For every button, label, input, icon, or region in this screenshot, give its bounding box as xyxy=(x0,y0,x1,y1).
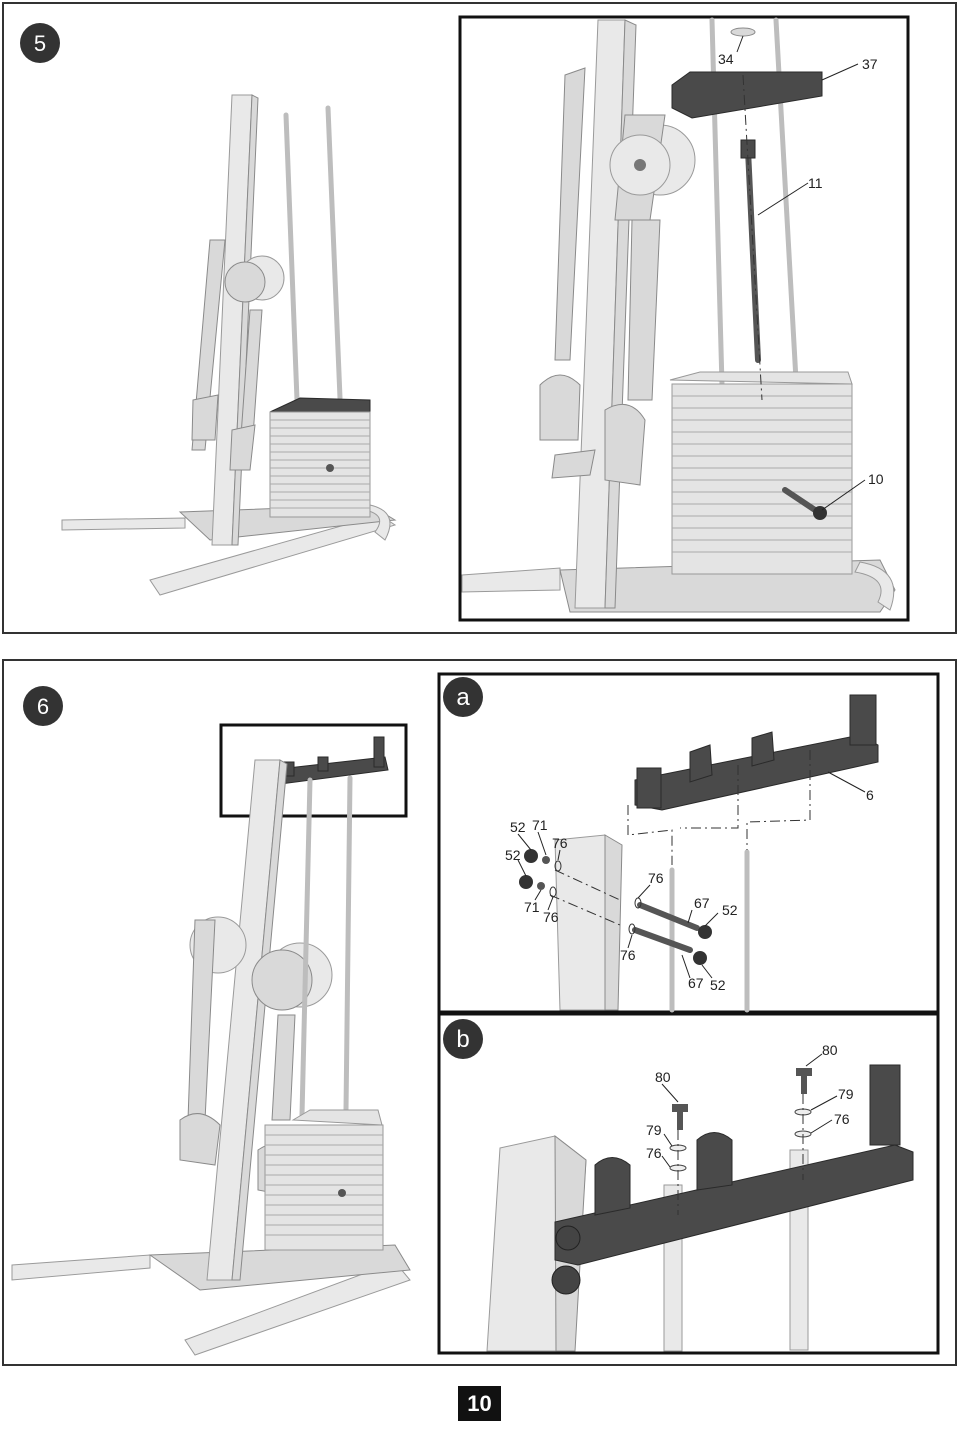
label-a-52-right-top: 52 xyxy=(722,902,738,918)
step-5-number: 5 xyxy=(34,31,46,56)
label-a-76-right-top: 76 xyxy=(648,870,664,886)
label-a-71-bottom: 71 xyxy=(524,899,540,915)
step-6-frame xyxy=(2,659,957,1366)
step-5-overview-machine xyxy=(61,94,397,596)
page-number: 10 xyxy=(467,1391,491,1416)
label-a-52-right-bottom: 52 xyxy=(710,977,726,993)
label-a-52-mid: 52 xyxy=(505,847,521,863)
detail-a-letter: a xyxy=(456,684,470,711)
label-10: 10 xyxy=(868,471,884,487)
step-6-callout-box xyxy=(219,723,408,818)
label-a-67-bottom: 67 xyxy=(688,975,704,991)
label-a-6: 6 xyxy=(866,787,874,803)
detail-b-letter: b xyxy=(456,1026,469,1053)
label-a-67-top: 67 xyxy=(694,895,710,911)
label-b-76-right: 76 xyxy=(834,1111,850,1127)
detail-b-frame xyxy=(437,1012,940,1355)
label-a-76-right-bottom: 76 xyxy=(620,947,636,963)
label-b-79-left: 79 xyxy=(646,1122,662,1138)
label-b-79-right: 79 xyxy=(838,1086,854,1102)
top-plate-37 xyxy=(671,71,823,119)
label-a-76-top: 76 xyxy=(552,835,568,851)
label-a-76-bottom: 76 xyxy=(543,909,559,925)
step-5-detail-inset: 34 37 11 10 xyxy=(458,15,910,622)
page-number-box xyxy=(458,1386,501,1421)
detail-b: b xyxy=(437,1012,940,1355)
label-a-52-top: 52 xyxy=(510,819,526,835)
selector-pin-10 xyxy=(782,487,821,515)
step-5-frame xyxy=(2,2,957,634)
step-6-overview-machine xyxy=(11,723,411,1356)
label-37: 37 xyxy=(862,56,878,72)
label-34: 34 xyxy=(718,51,734,67)
step-5-panel: 5 xyxy=(2,2,957,634)
washer-34 xyxy=(730,27,756,37)
label-b-80-right: 80 xyxy=(822,1042,838,1058)
selector-rod-11 xyxy=(745,147,761,363)
label-11: 11 xyxy=(808,175,823,191)
weight-stack xyxy=(671,383,853,575)
label-a-71-top: 71 xyxy=(532,817,548,833)
step-6-number: 6 xyxy=(37,694,49,719)
detail-a: a xyxy=(437,672,940,1014)
step-5-badge xyxy=(20,23,60,63)
label-b-80-left: 80 xyxy=(655,1069,671,1085)
step-6-badge xyxy=(23,686,63,726)
step-5-inset-frame xyxy=(458,15,910,622)
step-6-panel: 6 xyxy=(2,659,957,1366)
detail-a-badge xyxy=(443,677,483,717)
detail-a-frame xyxy=(437,672,940,1014)
label-b-76-left: 76 xyxy=(646,1145,662,1161)
detail-b-badge xyxy=(443,1019,483,1059)
